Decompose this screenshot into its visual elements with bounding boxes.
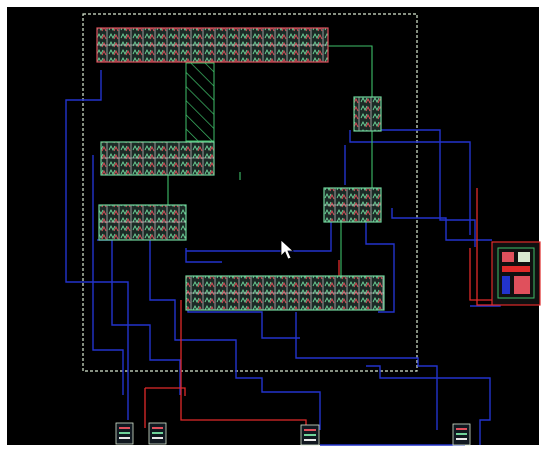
io-pad-4[interactable] bbox=[452, 423, 471, 446]
chip-boundary bbox=[82, 13, 418, 372]
cell-row-lower-left[interactable] bbox=[98, 204, 187, 241]
canvas-background bbox=[7, 7, 539, 445]
macro-block-right[interactable] bbox=[491, 241, 541, 306]
cell-block-right-small[interactable] bbox=[353, 96, 382, 132]
io-pad-2[interactable] bbox=[148, 422, 167, 445]
io-pad-1[interactable] bbox=[115, 422, 134, 445]
hatched-via-block bbox=[185, 62, 215, 142]
blue-routes bbox=[65, 70, 501, 446]
cell-row-top[interactable] bbox=[96, 27, 329, 63]
cell-row-bottom[interactable] bbox=[185, 275, 385, 311]
mouse-pointer-icon bbox=[280, 239, 295, 260]
io-pad-3[interactable] bbox=[300, 424, 320, 446]
cell-row-middle-left[interactable] bbox=[100, 141, 215, 176]
cell-block-right-mid[interactable] bbox=[323, 187, 382, 223]
green-routes bbox=[167, 45, 373, 276]
